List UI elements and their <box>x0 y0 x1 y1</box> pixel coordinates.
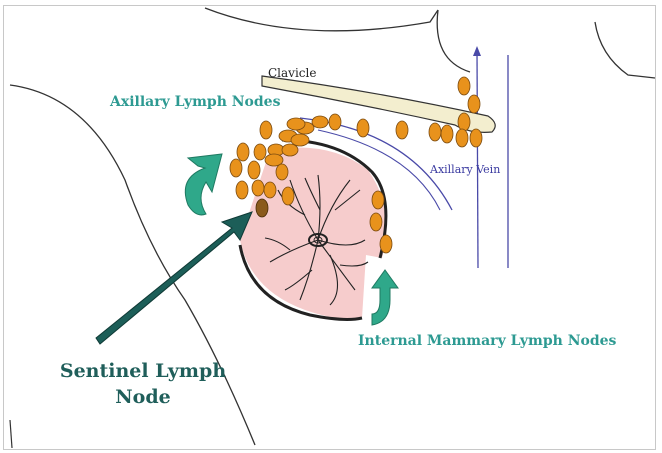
shoulder-outline <box>595 22 655 78</box>
internal-mammary-lymph-nodes-label: Internal Mammary Lymph Nodes <box>358 333 616 349</box>
clavicle-label: Clavicle <box>268 66 316 80</box>
neck-right-outline <box>437 10 470 72</box>
axillary-vein-label: Axillary Vein <box>430 163 500 176</box>
breast-shape <box>240 148 387 320</box>
axillary-curved-arrow <box>185 154 222 215</box>
vessel-line-1 <box>477 50 478 268</box>
neck-outline <box>205 8 438 31</box>
internal-mammary-arrow <box>372 270 398 325</box>
arm-inner-outline <box>10 420 12 448</box>
vessel-arrow-head <box>473 46 481 56</box>
sentinel-pointer-arrow <box>96 212 252 344</box>
axillary-lymph-nodes-label: Axillary Lymph Nodes <box>110 94 280 110</box>
sentinel-lymph-node <box>256 199 268 217</box>
sentinel-lymph-node-label: Sentinel Lymph Node <box>58 358 228 410</box>
